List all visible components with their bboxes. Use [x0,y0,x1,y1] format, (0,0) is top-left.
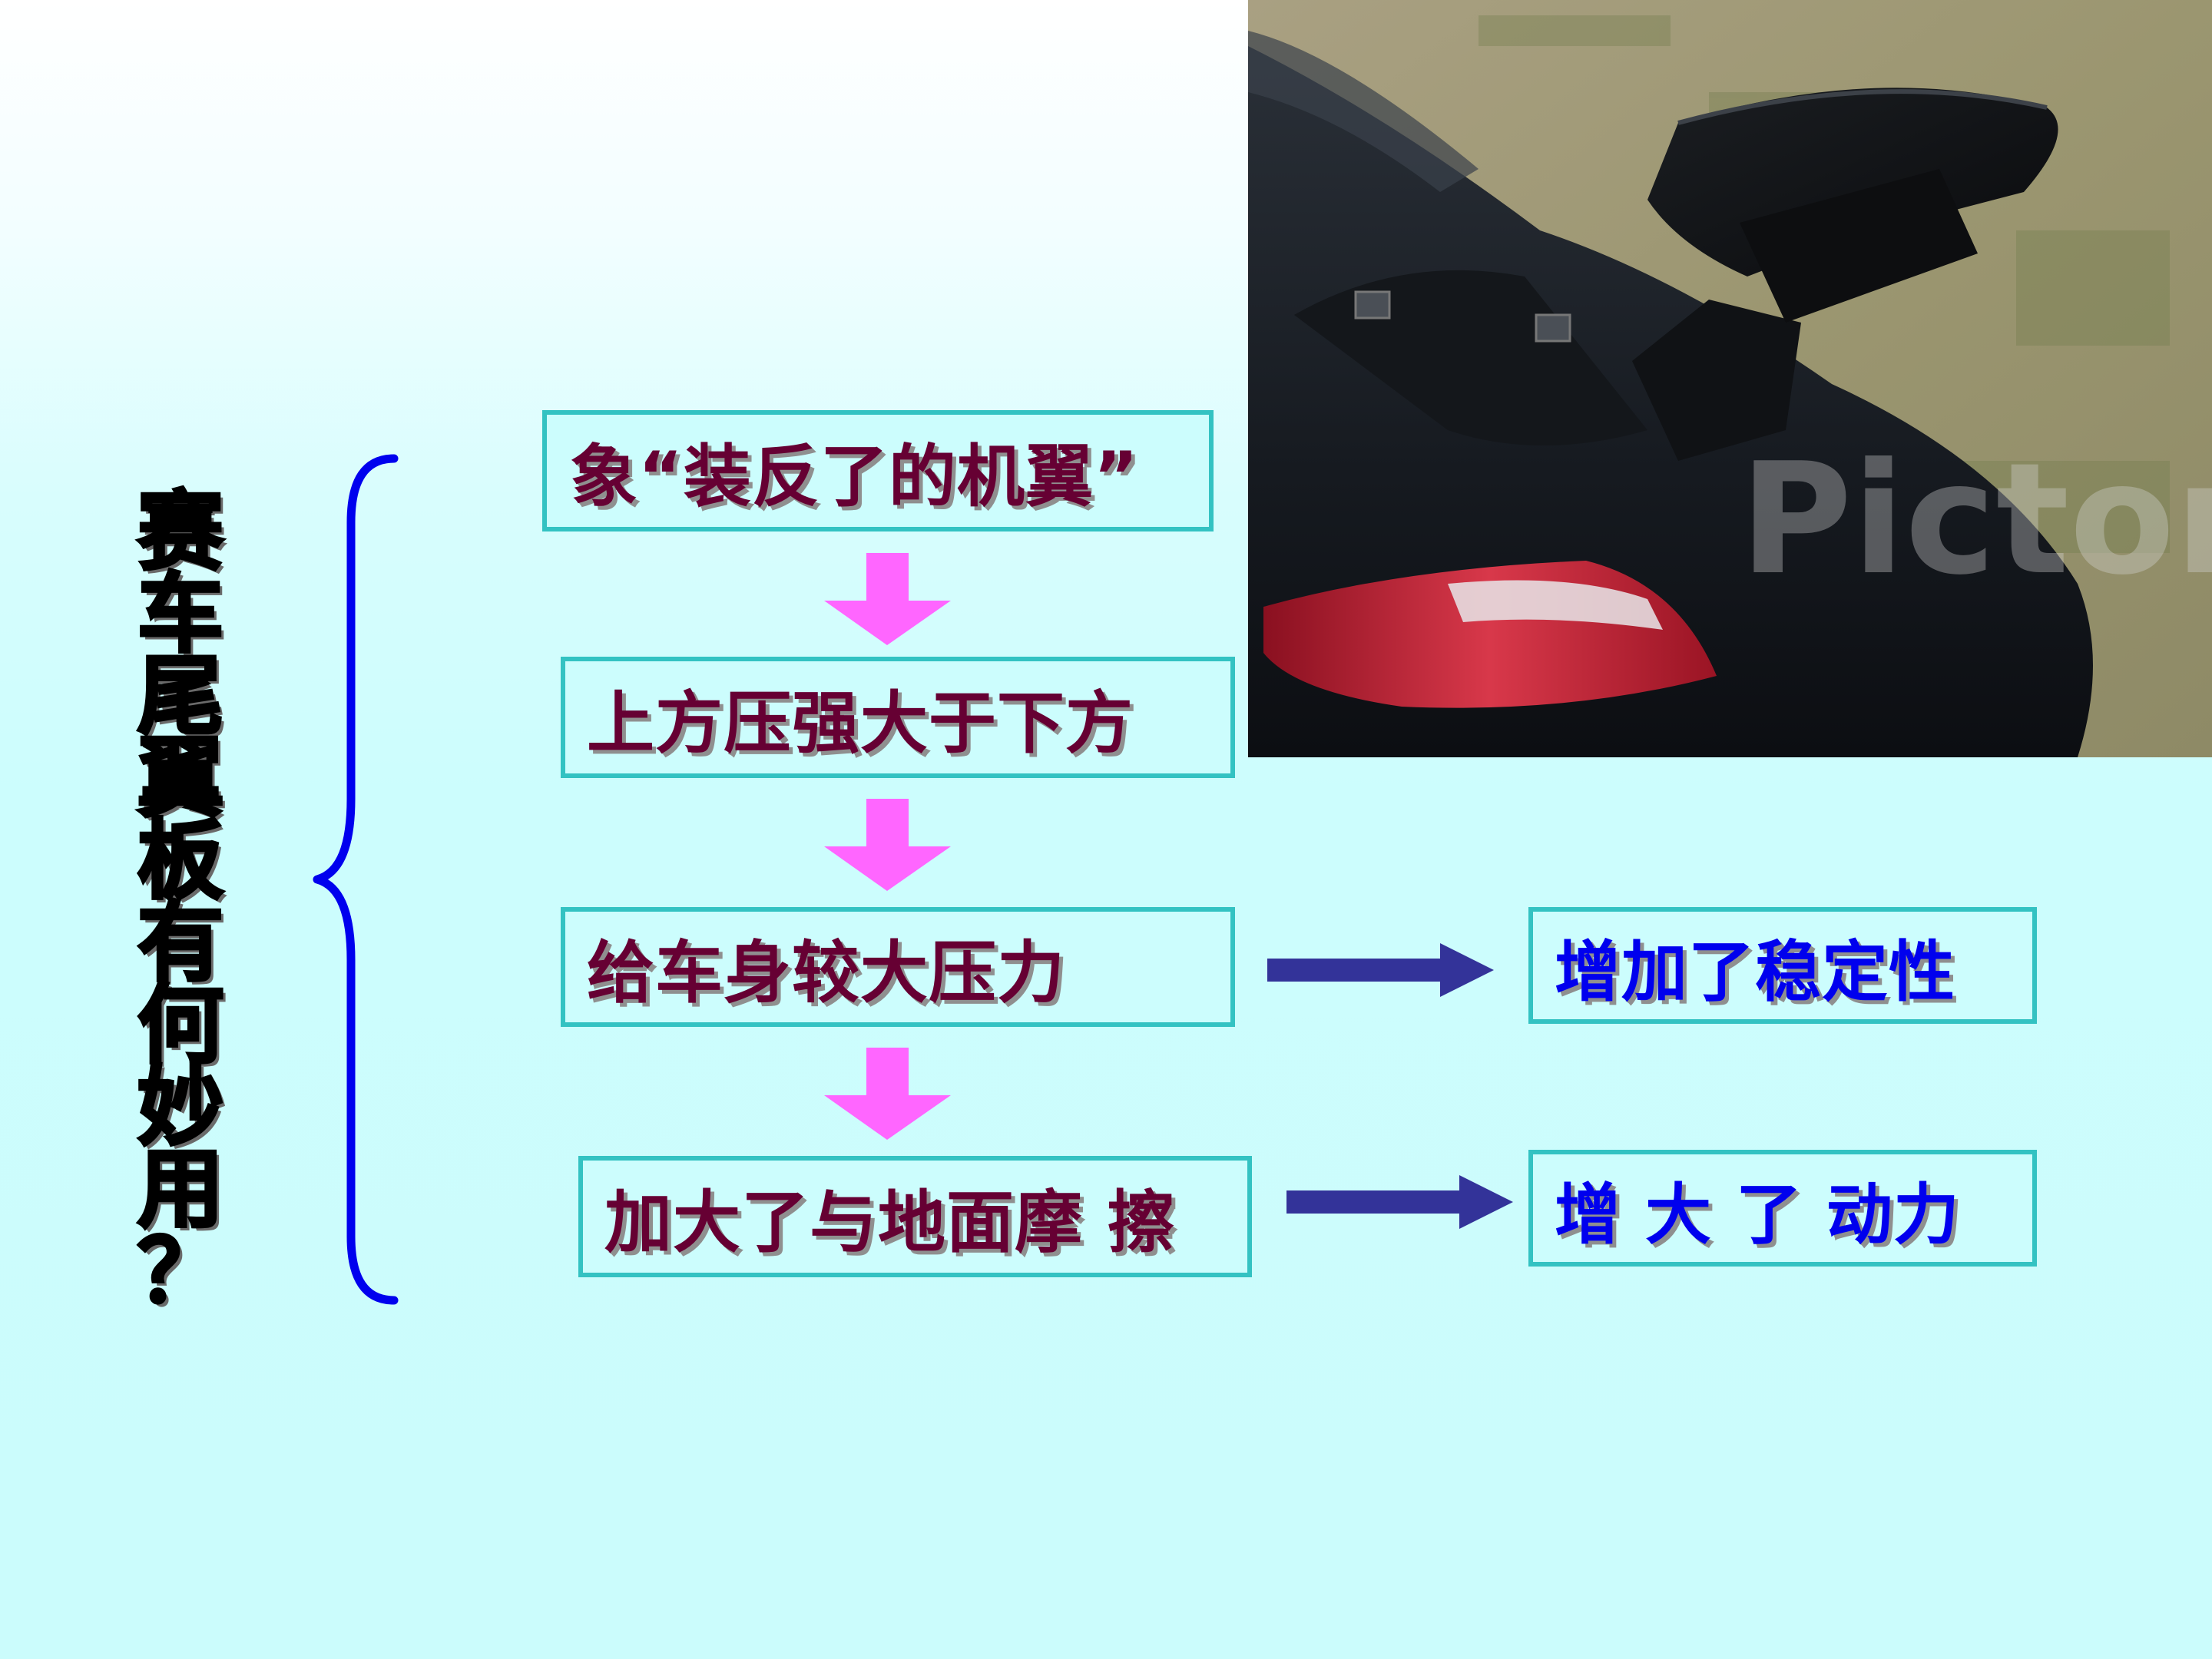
navy-right-arrow-icon [1267,943,1494,997]
title-char: 尾 [136,647,225,747]
title-char: 板 [136,811,225,911]
result-box-2: 增 大 了 动力 [1528,1150,2037,1267]
car-rear-wing-illustration: Pictor [1248,0,2212,757]
car-rear-wing-photo: Pictor [1248,0,2212,757]
vertical-title: 赛 车 尾 翼 板 有 何 妙 用 ？ [131,482,230,1322]
result-1-text: 增加了稳定性 [1555,933,1955,1011]
flow-step-4: 加大了与地面摩 擦 [578,1156,1252,1277]
result-box-1: 增加了稳定性 [1528,907,2037,1024]
flow-step-3: 给车身较大压力 [561,907,1235,1027]
flow-step-2: 上方压强大于下方 [561,657,1235,778]
pink-down-arrow-icon [824,553,951,645]
photo-watermark: Pictor [1740,430,2212,609]
flow-step-1-text: 象“装反了的机翼” [570,436,1139,516]
title-char: ？ [136,1222,225,1322]
title-char: 妙 [136,1058,225,1157]
result-2-text: 增 大 了 动力 [1555,1176,1960,1253]
flow-step-4-text: 加大了与地面摩 擦 [604,1182,1176,1262]
title-char: 何 [136,975,225,1075]
pink-down-arrow-icon [824,1048,951,1140]
flow-step-3-text: 给车身较大压力 [587,932,1066,1012]
title-char: 用 [136,1140,225,1240]
title-char: 有 [136,893,225,993]
title-char: 车 [136,565,225,664]
title-char: 赛 [136,482,225,582]
pink-down-arrow-icon [824,799,951,891]
curly-brace-icon [313,454,399,1305]
flow-step-1: 象“装反了的机翼” [542,410,1214,531]
flow-step-2-text: 上方压强大于下方 [587,683,1134,763]
navy-right-arrow-icon [1286,1175,1513,1229]
title-char: 翼 [136,729,225,829]
